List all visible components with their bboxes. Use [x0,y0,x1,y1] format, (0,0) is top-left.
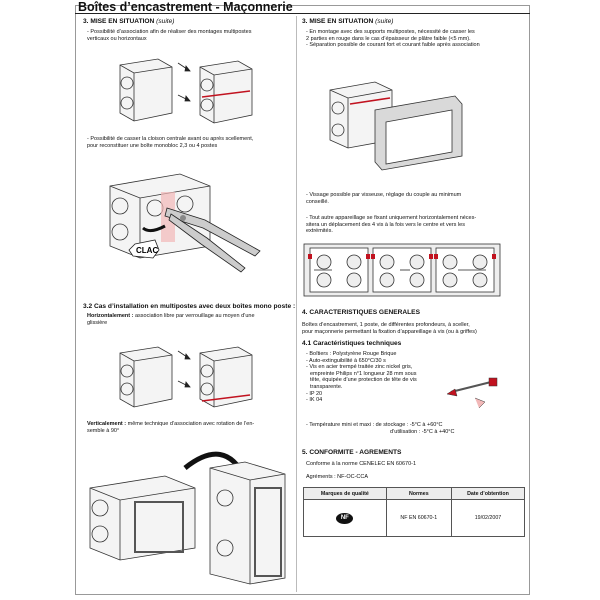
multipost-support-illustration [329,81,463,171]
left-note-association: - Possibilité d’association afin de réal… [87,29,252,42]
screw-positions-illustration [303,243,501,297]
section-41-heading: 4.1 Caractéristiques techniques [302,340,402,347]
table-header-cell: Marques de qualité [303,487,387,500]
quality-marks-table: Marques de qualité Normes Date d’obtenti… [303,487,526,537]
left-section-3-heading: 3. MISE EN SITUATION (suite) [83,18,175,25]
technical-specs: - Boîtiers : Polystyrène Rouge Brique - … [306,351,417,404]
general-description: Boîtes d’encastrement, 1 poste, de diffé… [302,322,477,335]
clac-label: CLAC [136,246,158,255]
box-association-illustration [119,58,253,124]
left-note-central-wall: - Possibilité de casser la cloison centr… [87,136,254,149]
right-note-vissage: - Vissage possible par visseuse, réglage… [306,192,462,205]
date-cell: 19/02/2007 [450,499,526,537]
column-divider [296,16,297,592]
table-header-cell: Date d’obtention [450,487,526,500]
horizontal-association-illustration [119,346,253,408]
left-section-32-heading: 3.2 Cas d’installation en multipostes av… [83,303,296,310]
page-title: Boîtes d’encastrement - Maçonnerie [78,0,293,14]
screw-illustration [446,377,498,409]
conformity-norm: Conforme à la norme CENELEC EN 60670-1 [306,461,417,467]
table-header-row: Marques de qualité Normes Date d’obtenti… [303,487,526,500]
left-vertical-note: Verticalement : même technique d’associa… [87,421,255,434]
agrements: Agréments : NF-OC-CCA [306,474,369,480]
table-row: NF NF EN 60670-1 19/02/2007 [303,499,526,537]
left-horizontal-note: Horizontalement : association libre par … [87,313,255,326]
nf-logo-icon: NF [336,512,354,524]
title-rule [75,13,530,14]
nf-mark-cell: NF [303,499,387,537]
section-5-heading: 5. CONFORMITE - AGREMENTS [302,449,402,456]
vertical-association-illustration [89,451,286,585]
right-note-deplacement: - Tout autre appareillage se fixant uniq… [306,215,477,235]
section-4-heading: 4. CARACTERISTIQUES GENERALES [302,309,420,316]
break-wall-illustration: CLAC [109,173,261,273]
temperature-range: - Température mini et maxi : de stockage… [306,422,455,435]
right-note-multiposte: - En montage avec des supports multipost… [306,29,480,49]
norme-cell: NF EN 60670-1 [385,499,452,537]
table-header-cell: Normes [385,487,452,500]
page-frame [75,5,530,595]
right-section-3-heading: 3. MISE EN SITUATION (suite) [302,18,394,25]
